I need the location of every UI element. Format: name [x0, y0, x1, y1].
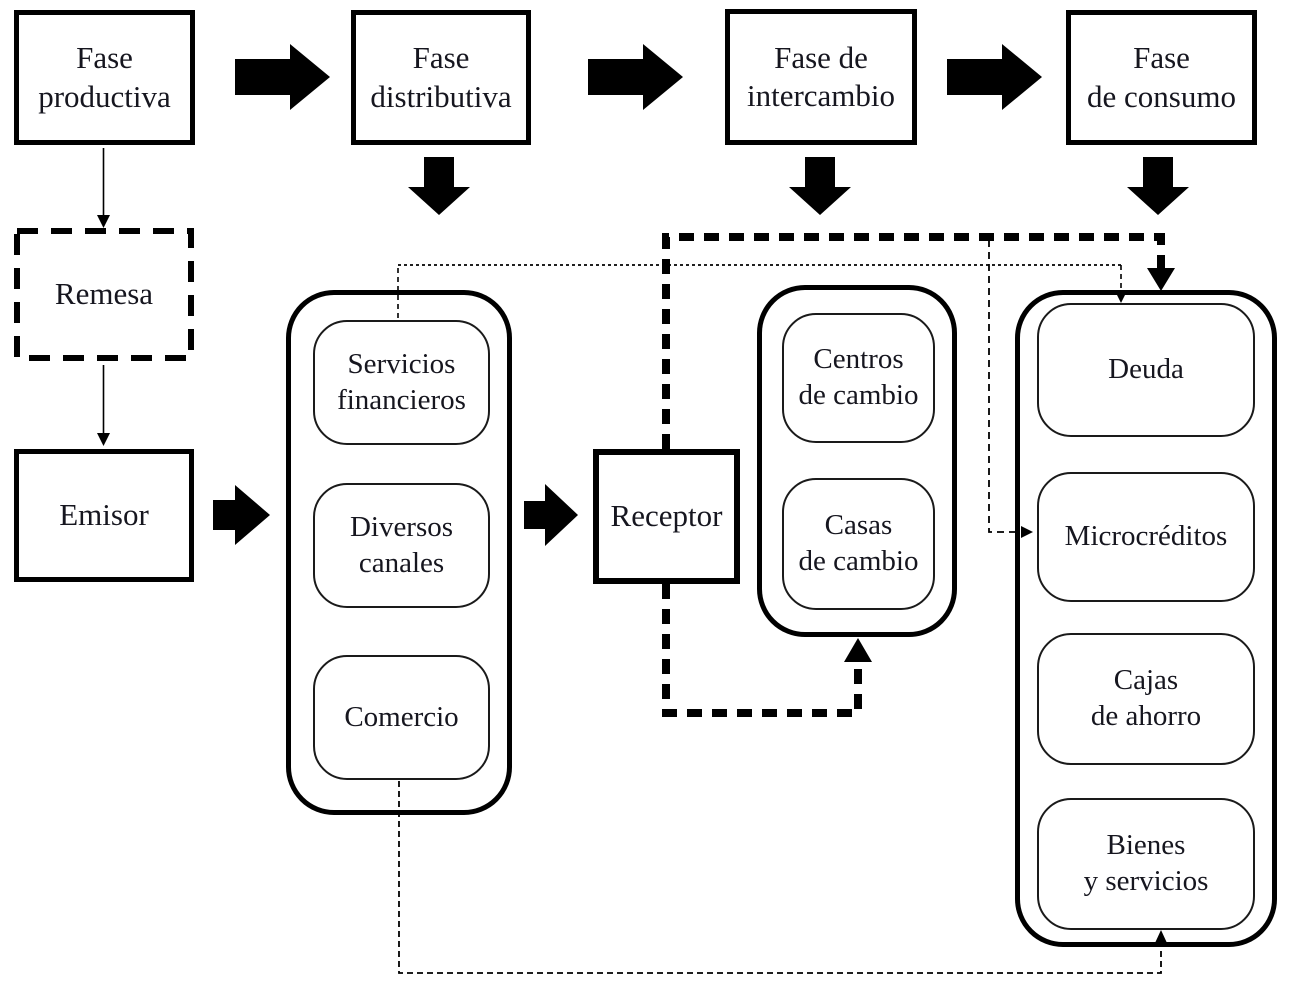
node-label-line: Fase: [412, 40, 470, 76]
connector-comercio-to-bienes: [398, 781, 1167, 974]
arrow-productiva-to-distributiva: [235, 44, 330, 110]
connector-receptor-to-cambio-group: [662, 584, 872, 717]
node-label-line: Receptor: [610, 498, 723, 534]
node-cajas-de-ahorro: Cajas de ahorro: [1037, 633, 1255, 765]
node-label-line: de consumo: [1087, 78, 1236, 114]
node-centros-de-cambio: Centros de cambio: [782, 313, 935, 443]
node-label-line: Fase de: [774, 39, 868, 75]
node-label-line: Comercio: [344, 700, 459, 733]
arrow-canales-to-receptor: [524, 484, 578, 546]
node-fase-intercambio: Fase de intercambio: [725, 9, 917, 145]
arrow-down-consumo: [1127, 157, 1189, 215]
node-label-line: distributiva: [370, 78, 512, 114]
node-label-line: de cambio: [798, 379, 919, 411]
arrow-intercambio-to-consumo: [947, 44, 1042, 110]
arrow-down-intercambio: [789, 157, 851, 215]
node-label-line: Bienes: [1106, 829, 1186, 862]
node-label-line: Centros: [813, 343, 904, 376]
group-consumo: [1015, 290, 1277, 947]
node-label-line: Cajas: [1113, 664, 1179, 697]
node-comercio: Comercio: [313, 655, 490, 780]
node-microcreditos: Microcréditos: [1037, 472, 1255, 602]
node-label-line: Microcréditos: [1064, 520, 1228, 553]
node-remesa: Remesa: [14, 228, 194, 361]
node-label-line: canales: [358, 546, 445, 579]
arrow-productiva-to-remesa: [97, 148, 110, 228]
node-servicios-financieros: Servicios financieros: [313, 320, 490, 445]
node-receptor: Receptor: [593, 449, 740, 584]
node-emisor: Emisor: [14, 449, 194, 582]
arrow-emisor-to-canales: [213, 485, 270, 545]
connector-receptor-to-consumo-group: [662, 233, 1175, 449]
node-fase-distributiva: Fase distributiva: [351, 10, 531, 145]
arrow-down-distributiva: [408, 157, 470, 215]
node-label-line: Emisor: [59, 497, 149, 533]
group-cambio: [757, 285, 957, 637]
node-fase-consumo: Fase de consumo: [1066, 10, 1257, 145]
node-label-line: y servicios: [1083, 865, 1209, 897]
node-label-line: Remesa: [54, 276, 154, 312]
node-label-line: Fase: [76, 40, 133, 76]
node-label-line: intercambio: [746, 78, 896, 113]
arrow-distributiva-to-intercambio: [588, 44, 683, 110]
node-label-line: financieros: [337, 383, 466, 416]
node-label-line: Fase: [1133, 40, 1190, 76]
node-label-line: Servicios: [347, 347, 456, 380]
remesa-dashed-border: [14, 228, 194, 361]
node-casas-de-cambio: Casas de cambio: [782, 478, 935, 610]
node-bienes-y-servicios: Bienes y servicios: [1037, 798, 1255, 930]
node-label-line: de cambio: [798, 545, 919, 577]
node-fase-productiva: Fase productiva: [14, 10, 195, 145]
node-label-line: Casas: [824, 509, 893, 542]
node-label-line: productiva: [38, 78, 171, 114]
connector-branch-to-microcreditos: [988, 240, 1033, 538]
node-label-line: Diversos: [349, 510, 454, 543]
group-canales: [286, 290, 512, 815]
node-label-line: de ahorro: [1090, 700, 1202, 732]
node-label-line: Deuda: [1108, 353, 1184, 386]
node-diversos-canales: Diversos canales: [313, 483, 490, 608]
arrow-remesa-to-emisor: [97, 365, 110, 446]
node-deuda: Deuda: [1037, 303, 1255, 437]
